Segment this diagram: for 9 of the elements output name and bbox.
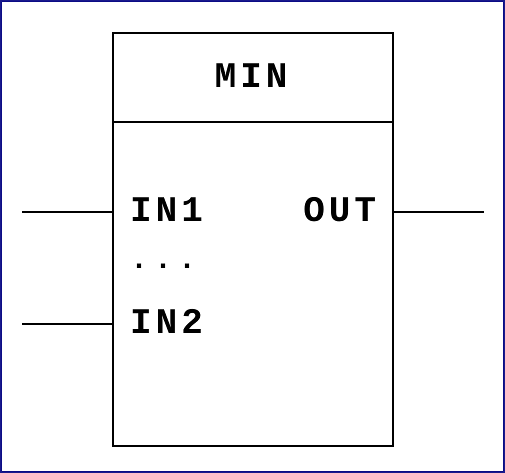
function-block	[112, 32, 394, 447]
pin-label: IN2	[112, 302, 242, 346]
pin-line	[22, 211, 112, 213]
block-title: MIN	[214, 56, 292, 100]
ellipsis-text: ...	[130, 246, 202, 276]
pin-label: IN1	[112, 190, 242, 234]
pin-line	[394, 211, 484, 213]
pin-label: OUT	[264, 190, 394, 234]
pin-line	[22, 323, 112, 325]
